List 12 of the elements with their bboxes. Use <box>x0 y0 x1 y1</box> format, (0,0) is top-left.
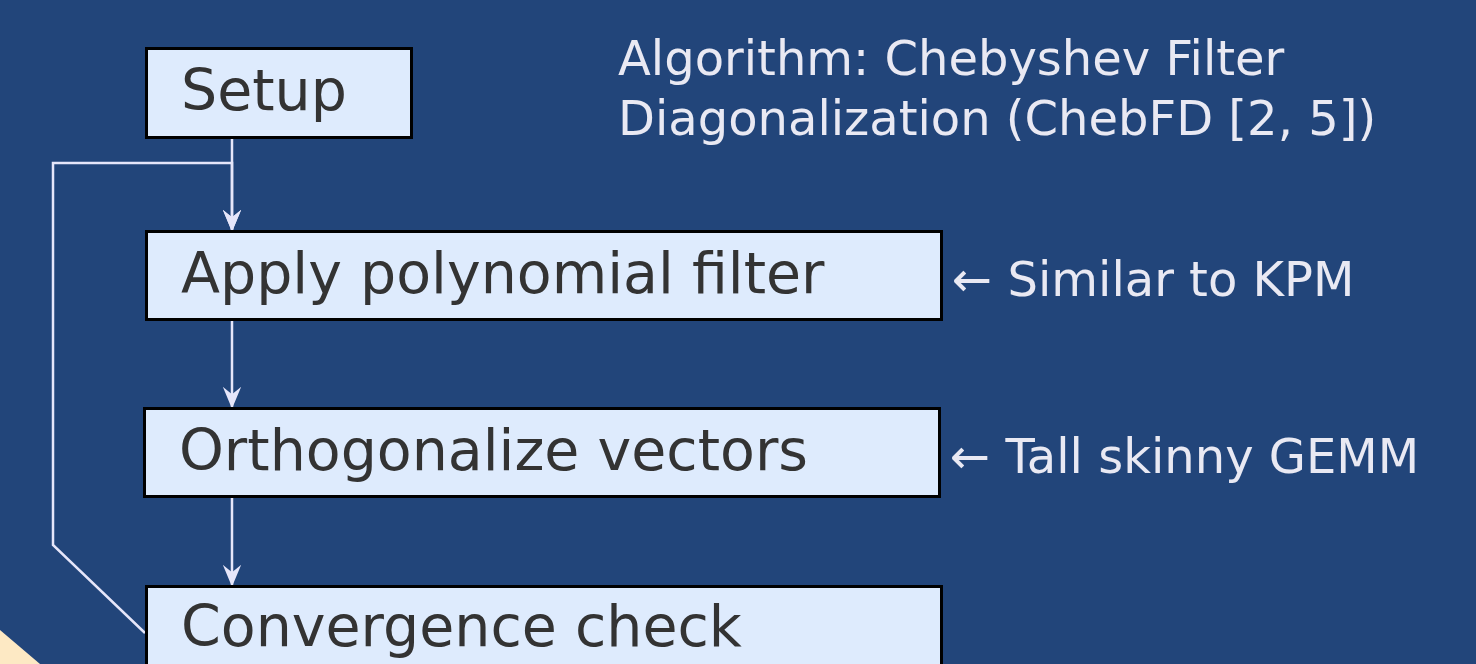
side-note: ← Similar to KPM <box>952 251 1355 307</box>
process-box <box>145 585 943 664</box>
box-label: Apply polynomial filter <box>181 240 825 306</box>
box-label: Orthogonalize vectors <box>179 417 809 483</box>
box-label: Convergence check <box>181 593 742 659</box>
diagram-title: Algorithm: Chebyshev Filter Diagonalization (ChebFD [2, 5]) <box>618 29 1378 148</box>
arrow <box>51 161 242 634</box>
side-note: ← Tall skinny GEMM <box>950 428 1420 484</box>
arrow <box>222 321 242 409</box>
box-label: Setup <box>181 57 347 123</box>
arrow <box>222 498 242 587</box>
process-box <box>145 47 413 139</box>
